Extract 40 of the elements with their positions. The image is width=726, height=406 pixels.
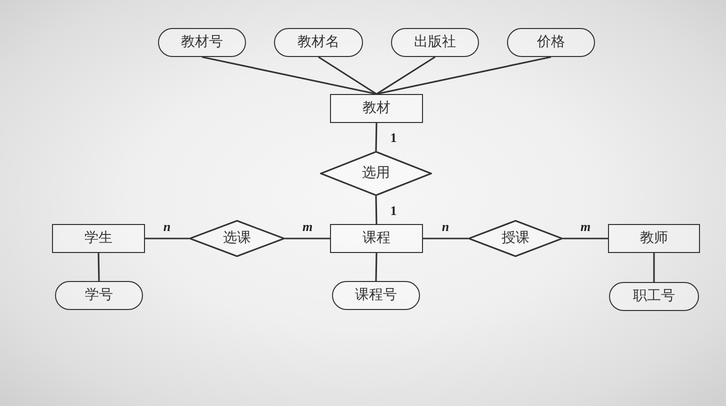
relationship-name: 选用	[362, 165, 390, 182]
connector-line	[145, 238, 189, 240]
connector-line	[423, 238, 468, 240]
relationship-diamond	[189, 220, 285, 257]
attribute-name: 价格	[537, 34, 565, 51]
attribute-name: 课程号	[355, 287, 397, 304]
entity-box	[52, 224, 145, 253]
entity-box	[330, 224, 423, 253]
entity-name: 教师	[640, 230, 668, 247]
connector-line	[376, 56, 436, 95]
relationship-name: 选课	[223, 230, 251, 247]
entity-name: 课程	[362, 230, 390, 247]
entity-box	[330, 94, 423, 123]
cardinality-label: m	[302, 220, 313, 232]
connector-line	[202, 56, 377, 95]
cardinality-label: 1	[390, 204, 397, 216]
connector-line	[375, 252, 378, 282]
connector-line	[318, 56, 377, 95]
attribute-name: 教材号	[181, 34, 223, 51]
attribute-name: 职工号	[633, 288, 675, 305]
cardinality-label: n	[163, 220, 171, 232]
entity-name: 教材	[362, 100, 390, 117]
relationship-diamond	[320, 151, 432, 196]
cardinality-label: n	[442, 220, 450, 232]
relationship-name: 授课	[502, 230, 530, 247]
connector-line	[375, 122, 378, 152]
entity-name: 学生	[84, 230, 112, 247]
connector-line	[653, 253, 655, 282]
connector-line	[285, 238, 330, 240]
connector-line	[375, 196, 378, 224]
attribute-name: 教材名	[298, 34, 340, 51]
attribute-name: 出版社	[414, 34, 456, 51]
relationship-diamond	[468, 220, 563, 257]
entity-box	[608, 224, 700, 253]
cardinality-label: m	[580, 220, 591, 232]
cardinality-label: 1	[390, 130, 397, 144]
connector-line	[563, 238, 608, 240]
connector-line	[376, 56, 552, 95]
attribute-name: 学号	[85, 287, 113, 304]
connector-line	[98, 252, 100, 282]
